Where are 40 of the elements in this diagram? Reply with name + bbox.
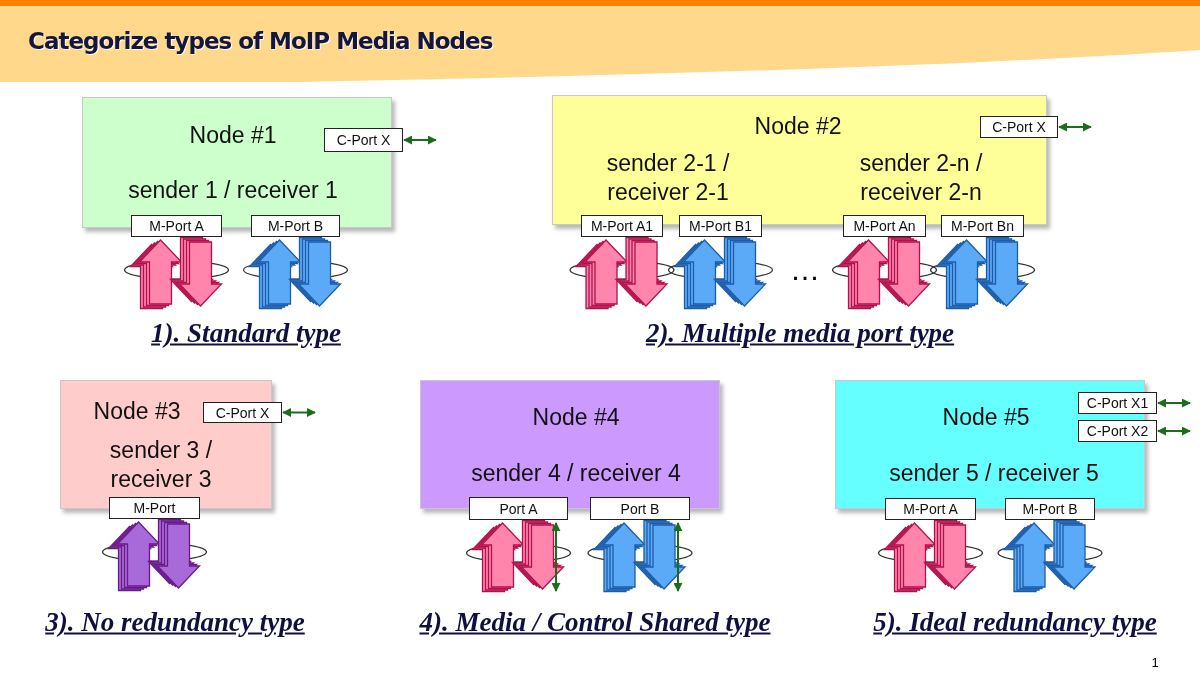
- node-role: sender 2-n / receiver 2-n: [858, 149, 984, 207]
- port-box: M-Port B: [1005, 498, 1095, 520]
- port-box: C-Port X2: [1078, 420, 1157, 442]
- slide-title: Categorize types of MoIP Media Nodes: [28, 28, 493, 54]
- type-caption: 2). Multiple media port type: [645, 317, 955, 349]
- type-caption: 5). Ideal redundancy type: [873, 606, 1157, 638]
- node-role: sender 5 / receiver 5: [889, 458, 1099, 488]
- double-arrow: [1157, 398, 1191, 408]
- node-role: sender 1 / receiver 1: [128, 175, 338, 205]
- double-arrow: [282, 408, 316, 417]
- port-box: Port B: [590, 497, 690, 520]
- port-box: M-Port A1: [581, 215, 663, 237]
- port-box: C-Port X: [980, 116, 1058, 138]
- port-box: C-Port X1: [1078, 392, 1157, 414]
- node-title: Node #4: [532, 402, 620, 432]
- node-role: sender 2-1 / receiver 2-1: [605, 149, 731, 207]
- port-box: M-Port Bn: [941, 215, 1024, 237]
- port-box: C-Port X: [203, 402, 282, 423]
- type-caption: 1). Standard type: [151, 317, 341, 349]
- type-caption: 4). Media / Control Shared type: [419, 606, 771, 638]
- port-box: C-Port X: [324, 128, 403, 152]
- node-role: sender 4 / receiver 4: [471, 458, 681, 488]
- double-arrow: [1058, 122, 1092, 132]
- ellipsis: …: [790, 253, 820, 287]
- port-box: M-Port An: [843, 215, 926, 237]
- port-box: Port A: [469, 497, 568, 520]
- page-number: 1: [1151, 654, 1159, 670]
- type-caption: 3). No redundancy type: [45, 606, 305, 638]
- node-title: Node #1: [189, 120, 277, 150]
- port-box: M-Port A: [131, 215, 222, 237]
- node-title: Node #2: [754, 111, 842, 141]
- port-box: M-Port: [109, 497, 200, 519]
- port-box: M-Port B: [251, 215, 340, 237]
- node-title: Node #5: [942, 402, 1030, 432]
- port-box: M-Port B1: [679, 215, 762, 237]
- double-arrow: [1157, 426, 1191, 436]
- port-box: M-Port A: [885, 498, 976, 520]
- node-role: sender 3 / receiver 3: [108, 436, 214, 494]
- node-title: Node #3: [93, 396, 181, 426]
- double-arrow: [403, 135, 437, 145]
